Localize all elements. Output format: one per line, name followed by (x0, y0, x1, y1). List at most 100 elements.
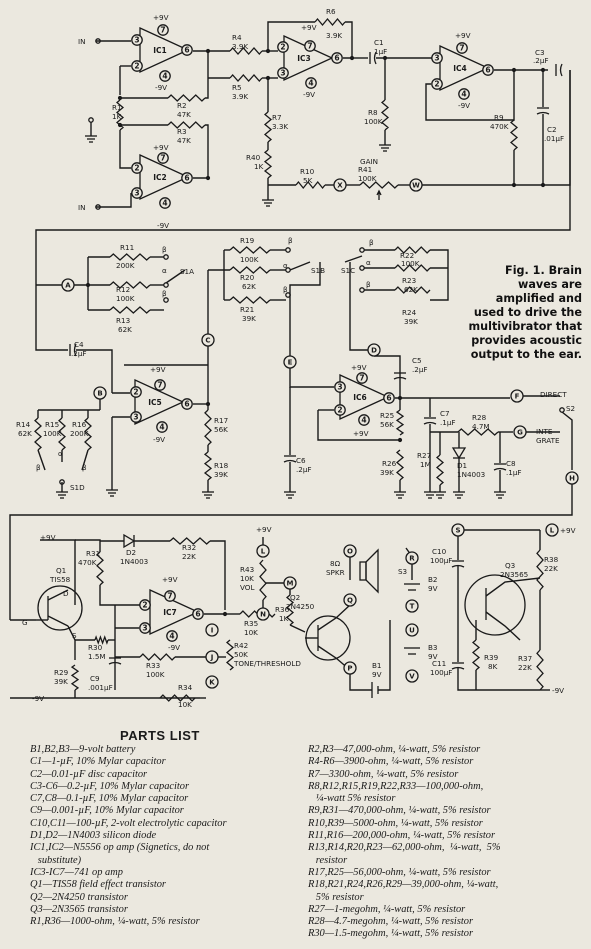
resistor-r34 (159, 694, 196, 702)
label: R5 (232, 83, 242, 92)
node-p (343, 661, 357, 675)
resistor-r39 (471, 639, 481, 671)
capacitor-c3 (559, 63, 563, 77)
label: R39 (484, 653, 499, 662)
supply-label: -9V (157, 221, 169, 230)
resistor-r26 (395, 449, 405, 481)
switch-alpha: α (58, 449, 63, 458)
label: GRATE (536, 436, 560, 445)
node-r (405, 551, 419, 565)
capacitor-c1 (373, 51, 377, 65)
junction-dot (540, 67, 546, 73)
supply-label: -9V (552, 686, 564, 695)
label: .1µF (440, 418, 456, 427)
node-s (451, 523, 465, 537)
junction-dot (397, 437, 403, 443)
label: 1.5M (88, 652, 106, 661)
label: 9V (428, 584, 438, 593)
node-label-i: I (211, 627, 214, 635)
resistor-r33 (139, 653, 176, 661)
input-terminal (95, 204, 101, 210)
wire (378, 620, 391, 691)
pin-circle (192, 608, 204, 620)
label: 100K (43, 429, 62, 438)
pin-number: 4 (162, 72, 167, 81)
resistor-r9 (509, 119, 519, 151)
label: R24 (402, 308, 417, 317)
parts-left-item: IC1,IC2—N5556 op amp (Signetics, do not (30, 842, 210, 854)
node-label-w: W (412, 182, 420, 190)
label: R23 (402, 276, 416, 285)
pin-circle (456, 42, 468, 54)
label: 1K (279, 614, 289, 623)
parts-right-item: R28—4.7-megohm, ¼-watt, 5% resistor (308, 916, 473, 928)
label: R9 (494, 113, 504, 122)
op-amp-label: IC4 (453, 64, 467, 73)
op-amp-label: IC5 (148, 398, 162, 407)
pin-number: 6 (334, 54, 339, 63)
node-label-k: K (209, 679, 215, 687)
resistor-r32 (169, 537, 211, 545)
label: .01µF (544, 134, 564, 143)
label: 5K (303, 176, 313, 185)
label: VOL (240, 583, 254, 592)
wire (344, 255, 363, 263)
pin-circle (431, 78, 443, 90)
switch-contact (285, 292, 291, 298)
resistor-r25 (395, 409, 405, 436)
pin-circle (482, 64, 494, 76)
label: 100K (146, 670, 165, 679)
wire (76, 349, 113, 393)
junction-dot (265, 48, 271, 54)
label: R25 (380, 411, 394, 420)
op-amp-ic1 (139, 26, 190, 74)
label: R22 (400, 251, 414, 260)
wire (425, 70, 515, 121)
pin-circle (156, 421, 168, 433)
node-label-v: V (409, 673, 415, 681)
switch-contact (559, 407, 565, 413)
node-label-u: U (409, 627, 415, 635)
label: R28 (472, 413, 487, 422)
resistor-r24 (394, 286, 431, 294)
label: 47K (177, 110, 191, 119)
speaker-spkr (359, 561, 367, 581)
resistor-r6 (314, 17, 346, 27)
input-label-in2: IN (78, 203, 86, 212)
circuit-schematic: IC132746+9V-9VINIC223746+9V-9VINR11KR247… (9, 7, 579, 709)
wire (430, 249, 449, 301)
junction-dot (205, 48, 211, 54)
pin-circle (166, 630, 178, 642)
pin-number: 2 (142, 601, 147, 610)
wire (561, 411, 573, 470)
node-i (205, 623, 219, 637)
label: R27 (417, 451, 431, 460)
label: 100µF (430, 668, 452, 677)
label: B1 (372, 661, 382, 670)
label: C9 (90, 674, 100, 683)
label: .1µF (506, 468, 522, 477)
node-v (405, 669, 419, 683)
label: R8 (368, 108, 378, 117)
parts-right-item: R9,R31—470,000-ohm, ¼-watt, 5% resistor (308, 805, 491, 817)
node-label-a: A (65, 282, 71, 290)
label: 3.9K (232, 92, 248, 101)
label: 56K (380, 420, 394, 429)
label: 62K (18, 429, 32, 438)
label: R14 (16, 420, 31, 429)
pin-number: 3 (134, 189, 139, 198)
capacitor-c4 (73, 343, 77, 357)
pin-circle (139, 622, 151, 634)
label: 22K (544, 564, 558, 573)
parts-right-item: R11,R16—200,000-ohm, ¼-watt, 5% resistor (308, 830, 496, 842)
parts-left-item: D1,D2—1N4003 silicon diode (30, 830, 157, 842)
junction-dot (265, 75, 271, 81)
label: 100K (240, 255, 259, 264)
pin-number: 4 (308, 79, 313, 88)
resistor-r5 (229, 74, 263, 82)
resistor-r15 (58, 417, 66, 451)
label: 9V (428, 652, 438, 661)
switch-s1b: S1B (311, 266, 325, 275)
parts-right-item: R2,R3—47,000-ohm, ¼-watt, 5% resistor (308, 744, 481, 755)
